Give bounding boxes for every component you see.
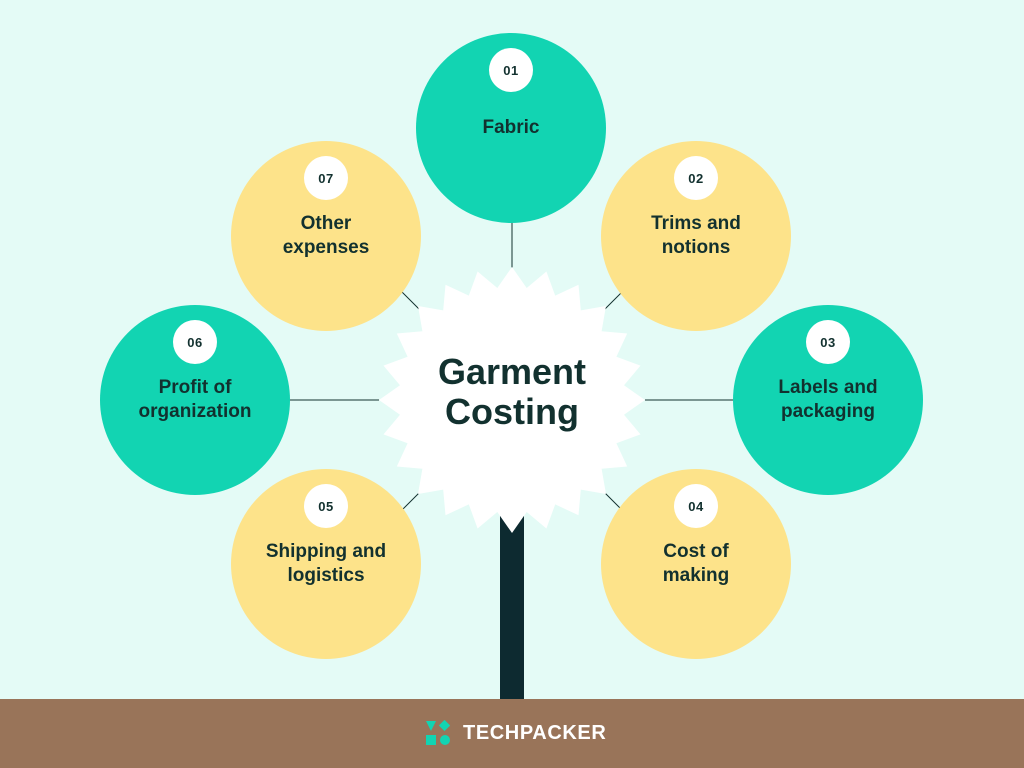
node-labels-and-packaging-label-line-1: Labels and	[778, 377, 878, 398]
node-fabric: 01 Fabric	[416, 33, 606, 223]
node-other-expenses-number: 07	[304, 156, 348, 200]
node-profit-of-organization: 06 Profit of organization	[100, 305, 290, 495]
node-trims-and-notions-label: Trims and notions	[615, 212, 777, 260]
node-profit-of-organization-label: Profit of organization	[114, 376, 276, 424]
center-starburst	[379, 267, 645, 533]
node-trims-and-notions-label-line-1: Trims and	[651, 213, 741, 234]
trunk	[500, 512, 524, 702]
node-profit-of-organization-label-line-2: organization	[138, 401, 252, 422]
node-cost-of-making: 04 Cost of making	[601, 469, 791, 659]
center-title: Garment Costing	[392, 352, 632, 432]
ground-footer	[0, 699, 1024, 768]
node-cost-of-making-number: 04	[674, 484, 718, 528]
node-trims-and-notions: 02 Trims and notions	[601, 141, 791, 331]
node-profit-of-organization-number: 06	[173, 320, 217, 364]
center-title-line-1: Garment	[437, 351, 587, 392]
node-other-expenses-label-line-2: expenses	[282, 237, 370, 258]
node-labels-and-packaging: 03 Labels and packaging	[733, 305, 923, 495]
node-labels-and-packaging-label-line-2: packaging	[781, 401, 875, 422]
node-labels-and-packaging-label: Labels and packaging	[747, 376, 909, 424]
node-shipping-and-logistics-number: 05	[304, 484, 348, 528]
node-shipping-and-logistics-label: Shipping and logistics	[245, 540, 407, 588]
node-cost-of-making-label-line-2: making	[662, 565, 730, 586]
node-fabric-number: 01	[489, 48, 533, 92]
node-profit-of-organization-label-line-1: Profit of	[158, 377, 232, 398]
node-cost-of-making-label-line-1: Cost of	[663, 541, 729, 562]
techpacker-logo-icon	[426, 720, 451, 745]
node-other-expenses-label-line-1: Other	[300, 213, 352, 234]
center-title-line-2: Costing	[445, 391, 579, 432]
node-trims-and-notions-label-line-2: notions	[661, 237, 731, 258]
node-shipping-and-logistics-label-line-2: logistics	[287, 565, 365, 586]
node-other-expenses: 07 Other expenses	[231, 141, 421, 331]
brand-name: TECHPACKER	[463, 721, 607, 744]
node-shipping-and-logistics-label-line-1: Shipping and	[265, 541, 387, 562]
node-labels-and-packaging-number: 03	[806, 320, 850, 364]
node-other-expenses-label: Other expenses	[245, 212, 407, 260]
node-fabric-label: Fabric	[430, 116, 592, 140]
node-trims-and-notions-number: 02	[674, 156, 718, 200]
node-shipping-and-logistics: 05 Shipping and logistics	[231, 469, 421, 659]
brand: TECHPACKER	[425, 719, 606, 747]
node-fabric-label-line-1: Fabric	[482, 117, 540, 138]
node-cost-of-making-label: Cost of making	[615, 540, 777, 588]
